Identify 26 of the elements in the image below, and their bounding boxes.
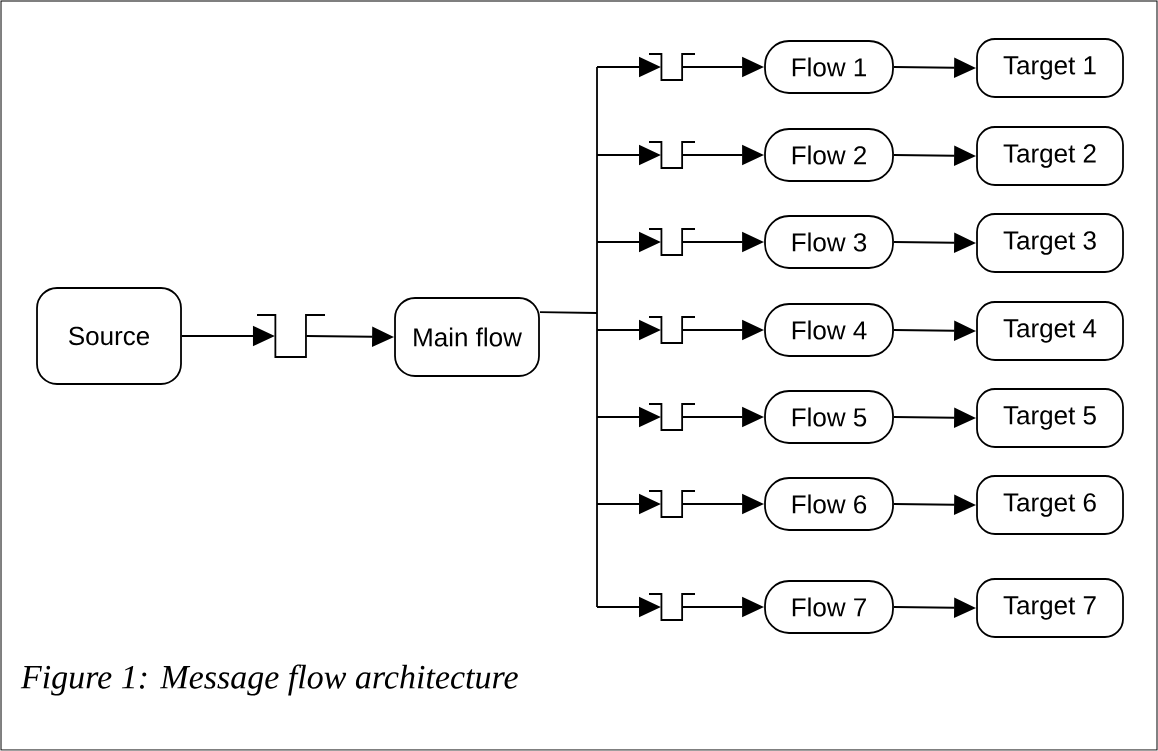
pulse-symbol [648, 141, 696, 169]
flow-box: Flow 6 [764, 477, 894, 531]
flow-box: Flow 3 [764, 215, 894, 269]
flow-box: Main flow [394, 297, 540, 377]
flow-box: Source [36, 287, 182, 385]
flow-box: Flow 4 [764, 303, 894, 357]
pulse-symbol [648, 316, 696, 344]
branch-line [539, 66, 598, 608]
flow-box: Flow 2 [764, 128, 894, 182]
pulse-symbol [648, 53, 696, 81]
flow-box: Target 1 [976, 38, 1124, 98]
pulse-symbol [648, 593, 696, 621]
flow-box: Target 5 [976, 388, 1124, 448]
flow-box: Target 3 [976, 213, 1124, 273]
figure-caption: Figure 1: Message flow architecture [20, 664, 518, 696]
flow-box: Target 4 [976, 301, 1124, 361]
flow-box: Flow 7 [764, 580, 894, 634]
flow-box: Flow 1 [764, 40, 894, 94]
pulse-symbol [648, 490, 696, 518]
pulse-symbol [648, 403, 696, 431]
flow-box: Target 6 [976, 475, 1124, 535]
pulse-symbol [648, 228, 696, 256]
flow-box: Target 7 [976, 578, 1124, 638]
pulse-symbol [256, 314, 326, 358]
flow-box: Flow 5 [764, 390, 894, 444]
flow-box: Target 2 [976, 126, 1124, 186]
